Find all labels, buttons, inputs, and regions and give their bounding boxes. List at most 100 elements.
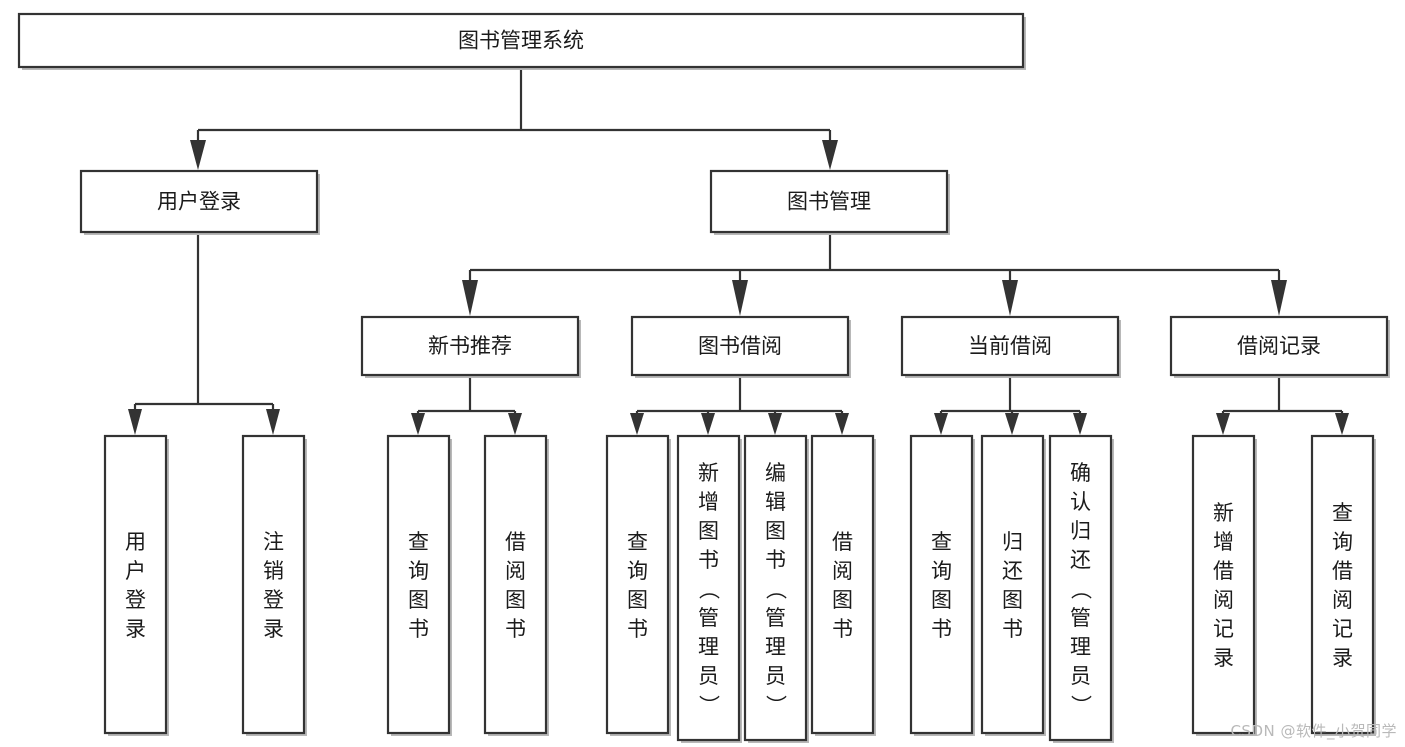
node-label-char: 新 xyxy=(1213,501,1234,525)
node-box[interactable] xyxy=(743,434,808,742)
node-box[interactable] xyxy=(676,434,741,742)
node-label-char: ） xyxy=(1069,695,1093,716)
node-label-char: 增 xyxy=(1213,530,1234,554)
arrowhead-book-manage xyxy=(822,140,838,170)
node-label: 用户登录 xyxy=(157,190,241,214)
node-label-char: 录 xyxy=(263,617,284,641)
arrowhead-leaf-user-login xyxy=(128,409,142,435)
node-label-char: 登 xyxy=(263,588,284,612)
node-label-char: 图 xyxy=(832,588,853,612)
node-box[interactable] xyxy=(1048,434,1113,742)
node-box[interactable] xyxy=(79,169,319,234)
node-user-login[interactable]: 用户登录 xyxy=(79,169,320,235)
node-label-char: 询 xyxy=(627,559,648,583)
node-label-char: 阅 xyxy=(505,559,526,583)
node-label-char: 理 xyxy=(765,635,786,659)
arrowhead-leaf-add-borrow-record xyxy=(1216,413,1230,435)
node-label-char: 图 xyxy=(505,588,526,612)
node-label-char: 录 xyxy=(125,617,146,641)
node-label: 图书管理 xyxy=(787,190,871,214)
node-label-char: （ xyxy=(1069,579,1093,600)
node-label-char: 理 xyxy=(698,635,719,659)
node-label-char: 查 xyxy=(931,530,952,554)
node-box[interactable] xyxy=(241,434,306,735)
node-label-char: 书 xyxy=(1002,617,1023,641)
node-label-char: 记 xyxy=(1213,617,1234,641)
node-box[interactable] xyxy=(605,434,670,735)
node-label-char: 注 xyxy=(263,530,284,554)
node-label: 图书管理系统 xyxy=(458,29,584,53)
node-label: 当前借阅 xyxy=(968,334,1052,358)
arrowhead-leaf-borrow-book-2 xyxy=(835,413,849,435)
node-label-char: 书 xyxy=(832,617,853,641)
arrowhead-leaf-query-book-2 xyxy=(630,413,644,435)
node-box[interactable] xyxy=(1169,315,1389,377)
node-box[interactable] xyxy=(103,434,168,735)
arrowhead-leaf-query-borrow-record xyxy=(1335,413,1349,435)
node-label-char: 图 xyxy=(698,519,719,543)
node-label-char: 阅 xyxy=(1332,588,1353,612)
node-label-char: 归 xyxy=(1070,519,1091,543)
node-new-book-rec[interactable]: 新书推荐 xyxy=(360,315,581,378)
node-book-manage[interactable]: 图书管理 xyxy=(709,169,950,235)
node-label-char: 书 xyxy=(505,617,526,641)
node-label-char: 销 xyxy=(263,559,284,583)
node-label-char: 录 xyxy=(1213,646,1234,670)
node-label-char: 员 xyxy=(1070,664,1091,688)
node-box[interactable] xyxy=(386,434,451,735)
node-label-char: 借 xyxy=(1332,559,1353,583)
arrowhead-leaf-borrow-book-1 xyxy=(508,413,522,435)
node-borrow-record[interactable]: 借阅记录 xyxy=(1169,315,1390,378)
node-box[interactable] xyxy=(360,315,580,377)
node-leaf-user-login[interactable]: 用户登录 xyxy=(103,434,169,736)
node-box[interactable] xyxy=(709,169,949,234)
node-label-char: 图 xyxy=(408,588,429,612)
arrowhead-user-login xyxy=(190,140,206,170)
node-box[interactable] xyxy=(980,434,1045,735)
node-box[interactable] xyxy=(810,434,875,735)
arrowhead-leaf-query-book-3 xyxy=(934,413,948,435)
node-label-char: 图 xyxy=(627,588,648,612)
node-label-char: 增 xyxy=(698,490,719,514)
arrowhead-leaf-add-book-admin xyxy=(701,413,715,435)
node-label-char: 认 xyxy=(1070,490,1091,514)
node-label-char: 用 xyxy=(125,530,146,554)
node-box[interactable] xyxy=(909,434,974,735)
node-box[interactable] xyxy=(1191,434,1256,735)
node-box[interactable] xyxy=(483,434,548,735)
arrowhead-borrow-record xyxy=(1271,280,1287,316)
node-root[interactable]: 图书管理系统 xyxy=(17,12,1026,70)
node-box[interactable] xyxy=(900,315,1120,377)
node-label-char: 阅 xyxy=(1213,588,1234,612)
node-label-char: 借 xyxy=(1213,559,1234,583)
arrowhead-leaf-query-book-1 xyxy=(411,413,425,435)
node-current-borrow[interactable]: 当前借阅 xyxy=(900,315,1121,378)
node-book-borrow[interactable]: 图书借阅 xyxy=(630,315,851,378)
node-box[interactable] xyxy=(630,315,850,377)
node-label-char: 图 xyxy=(765,519,786,543)
node-label-char: ） xyxy=(764,695,788,716)
node-label-char: 辑 xyxy=(765,490,786,514)
node-label-char: 归 xyxy=(1002,530,1023,554)
arrowhead-leaf-user-logout xyxy=(266,409,280,435)
node-label-char: 图 xyxy=(1002,588,1023,612)
node-label-char: 户 xyxy=(125,559,146,583)
arrowhead-leaf-edit-book-admin xyxy=(768,413,782,435)
node-label-char: 查 xyxy=(627,530,648,554)
node-box[interactable] xyxy=(17,12,1025,69)
node-box[interactable] xyxy=(1310,434,1375,735)
arrowhead-leaf-confirm-return-admin xyxy=(1073,413,1087,435)
node-label-char: 书 xyxy=(931,617,952,641)
